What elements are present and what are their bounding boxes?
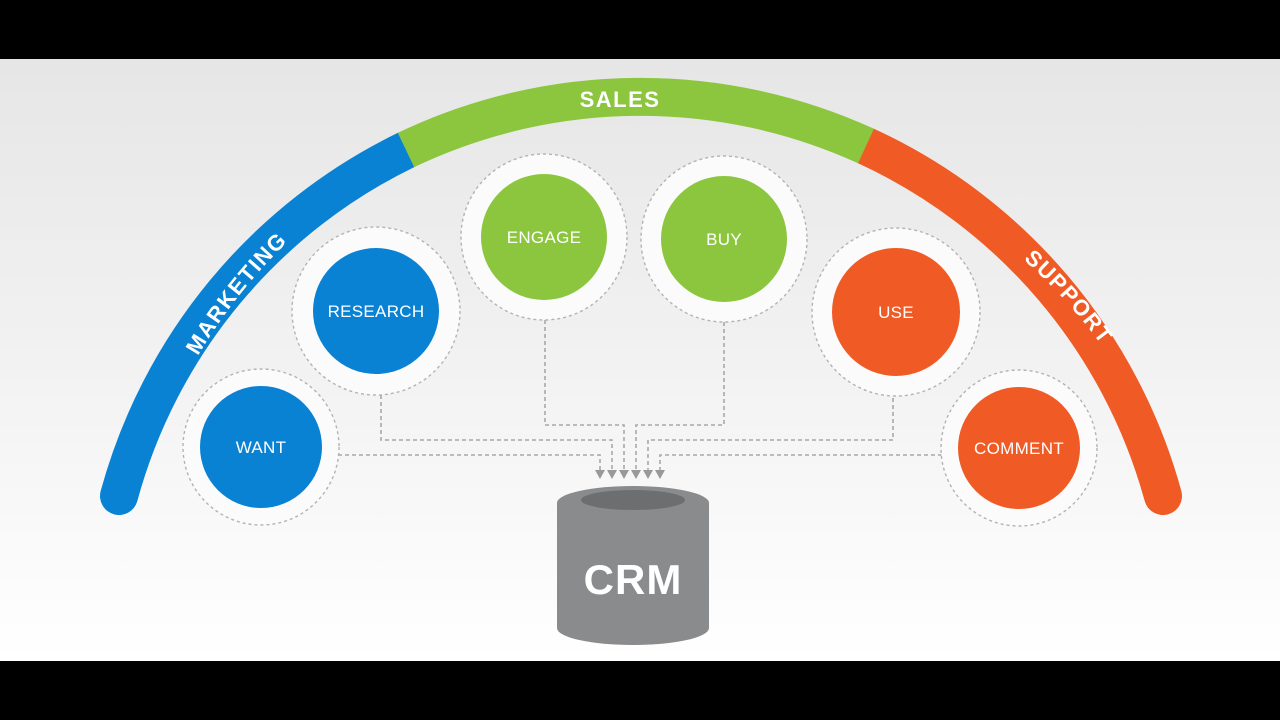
node-use: USE bbox=[811, 227, 981, 397]
connector-buy bbox=[635, 322, 725, 470]
connector-arrowheads bbox=[595, 470, 665, 479]
arc-marketing bbox=[100, 131, 425, 515]
connector-want bbox=[338, 454, 601, 470]
node-buy-circle bbox=[661, 176, 787, 302]
node-engage-circle bbox=[481, 174, 607, 300]
connector-research bbox=[380, 395, 613, 470]
node-engage-label: ENGAGE bbox=[507, 228, 582, 247]
crm-label: CRM bbox=[584, 556, 683, 603]
node-want-label: WANT bbox=[236, 438, 287, 457]
node-buy-label: BUY bbox=[706, 230, 742, 249]
node-engage: ENGAGE bbox=[460, 153, 628, 321]
crm-database-icon: CRM bbox=[557, 486, 709, 645]
arrowhead-3 bbox=[619, 470, 629, 479]
node-comment: COMMENT bbox=[940, 369, 1098, 527]
connector-comment bbox=[659, 454, 942, 470]
node-research-circle bbox=[313, 248, 439, 374]
letterbox-top bbox=[0, 0, 1280, 59]
node-want-circle bbox=[200, 386, 322, 508]
arrowhead-2 bbox=[607, 470, 617, 479]
node-comment-circle bbox=[958, 387, 1080, 509]
crm-cylinder-top-opening bbox=[581, 490, 685, 510]
node-comment-label: COMMENT bbox=[974, 439, 1064, 458]
node-use-circle bbox=[832, 248, 960, 376]
arrowhead-1 bbox=[595, 470, 605, 479]
node-research: RESEARCH bbox=[291, 226, 461, 396]
arrowhead-5 bbox=[643, 470, 653, 479]
connector-use bbox=[647, 398, 894, 470]
connector-engage bbox=[544, 320, 625, 470]
node-use-label: USE bbox=[878, 303, 914, 322]
node-buy: BUY bbox=[640, 155, 808, 323]
connector-lines bbox=[338, 320, 942, 470]
arrowhead-4 bbox=[631, 470, 641, 479]
node-research-label: RESEARCH bbox=[328, 302, 425, 321]
arrowhead-6 bbox=[655, 470, 665, 479]
crm-cylinder-body bbox=[557, 503, 709, 645]
lifecycle-arc bbox=[100, 77, 1182, 515]
arc-label-sales: SALES bbox=[580, 87, 661, 112]
letterbox-bottom bbox=[0, 661, 1280, 720]
arc-support bbox=[847, 127, 1182, 515]
arc-sales bbox=[397, 77, 874, 168]
node-want: WANT bbox=[182, 368, 340, 526]
